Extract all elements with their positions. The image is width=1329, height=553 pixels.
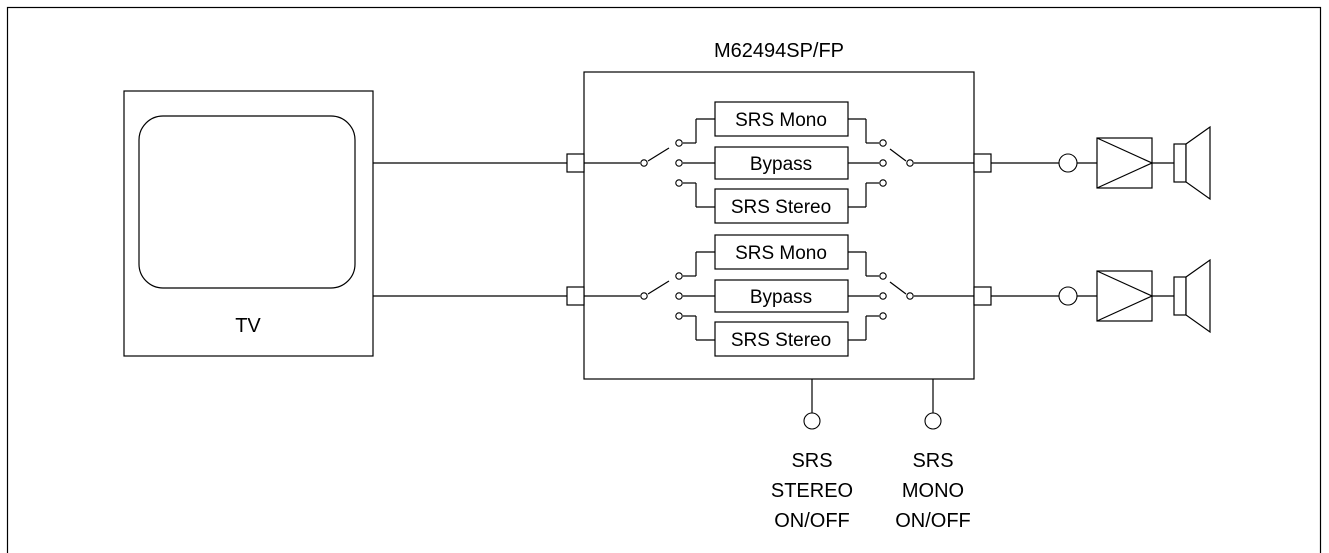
- tv-unit: TV: [123, 90, 374, 357]
- output-switch-blade: [889, 281, 907, 295]
- srs-stereo-block: [714, 321, 849, 357]
- output-switch-blade: [889, 148, 907, 162]
- output-switch-contact-stereo: [879, 312, 887, 320]
- mono-control-line-1: SRS: [912, 450, 953, 472]
- output-pin: [973, 153, 992, 173]
- input-switch-pivot: [640, 159, 648, 167]
- srs-mono-label: SRS Mono: [735, 243, 827, 264]
- input-switch-pivot: [640, 292, 648, 300]
- input-switch-contact-mono: [675, 272, 683, 280]
- input-switch-blade: [647, 280, 670, 295]
- speaker-icon: [1185, 125, 1211, 201]
- output-switch-contact-bypass: [879, 159, 887, 167]
- speaker-icon: [1185, 258, 1211, 334]
- speaker-magnet: [1173, 276, 1187, 316]
- output-switch-contact-stereo: [879, 179, 887, 187]
- output-switch-pivot: [906, 292, 914, 300]
- srs-mono-block: [714, 234, 849, 270]
- tv-label: TV: [235, 315, 261, 337]
- outer-frame: [6, 6, 1322, 553]
- input-switch-contact-stereo: [675, 179, 683, 187]
- input-pin: [566, 286, 585, 306]
- bypass-label: Bypass: [750, 154, 812, 175]
- input-switch-contact-bypass: [675, 159, 683, 167]
- mono-control: SRS MONO ON/OFF: [895, 379, 971, 532]
- output-terminal: [1058, 153, 1078, 173]
- amplifier-box: [1096, 137, 1153, 189]
- chip-title: M62494SP/FP: [714, 40, 844, 62]
- output-pin: [973, 286, 992, 306]
- output-switch-contact-mono: [879, 272, 887, 280]
- srs-mono-label: SRS Mono: [735, 110, 827, 131]
- tv-screen: [138, 115, 356, 289]
- srs-stereo-label: SRS Stereo: [731, 197, 831, 218]
- input-switch-contact-mono: [675, 139, 683, 147]
- srs-stereo-block: [714, 188, 849, 224]
- output-switch-pivot: [906, 159, 914, 167]
- stereo-control-line-3: ON/OFF: [774, 510, 850, 532]
- speaker-magnet: [1173, 143, 1187, 183]
- input-switch-contact-bypass: [675, 292, 683, 300]
- mono-control-line-2: MONO: [902, 480, 964, 502]
- input-switch-contact-stereo: [675, 312, 683, 320]
- output-terminal: [1058, 286, 1078, 306]
- srs-stereo-label: SRS Stereo: [731, 330, 831, 351]
- bypass-label: Bypass: [750, 287, 812, 308]
- mono-control-terminal: [924, 412, 942, 430]
- mono-control-line-3: ON/OFF: [895, 510, 971, 532]
- stereo-control: SRS STEREO ON/OFF: [771, 379, 853, 532]
- output-switch-contact-mono: [879, 139, 887, 147]
- input-pin: [566, 153, 585, 173]
- bypass-block: [714, 279, 849, 313]
- input-switch-blade: [647, 147, 670, 162]
- stereo-control-terminal: [803, 412, 821, 430]
- stereo-control-line-2: STEREO: [771, 480, 853, 502]
- output-switch-contact-bypass: [879, 292, 887, 300]
- amplifier-box: [1096, 270, 1153, 322]
- stereo-control-line-1: SRS: [791, 450, 832, 472]
